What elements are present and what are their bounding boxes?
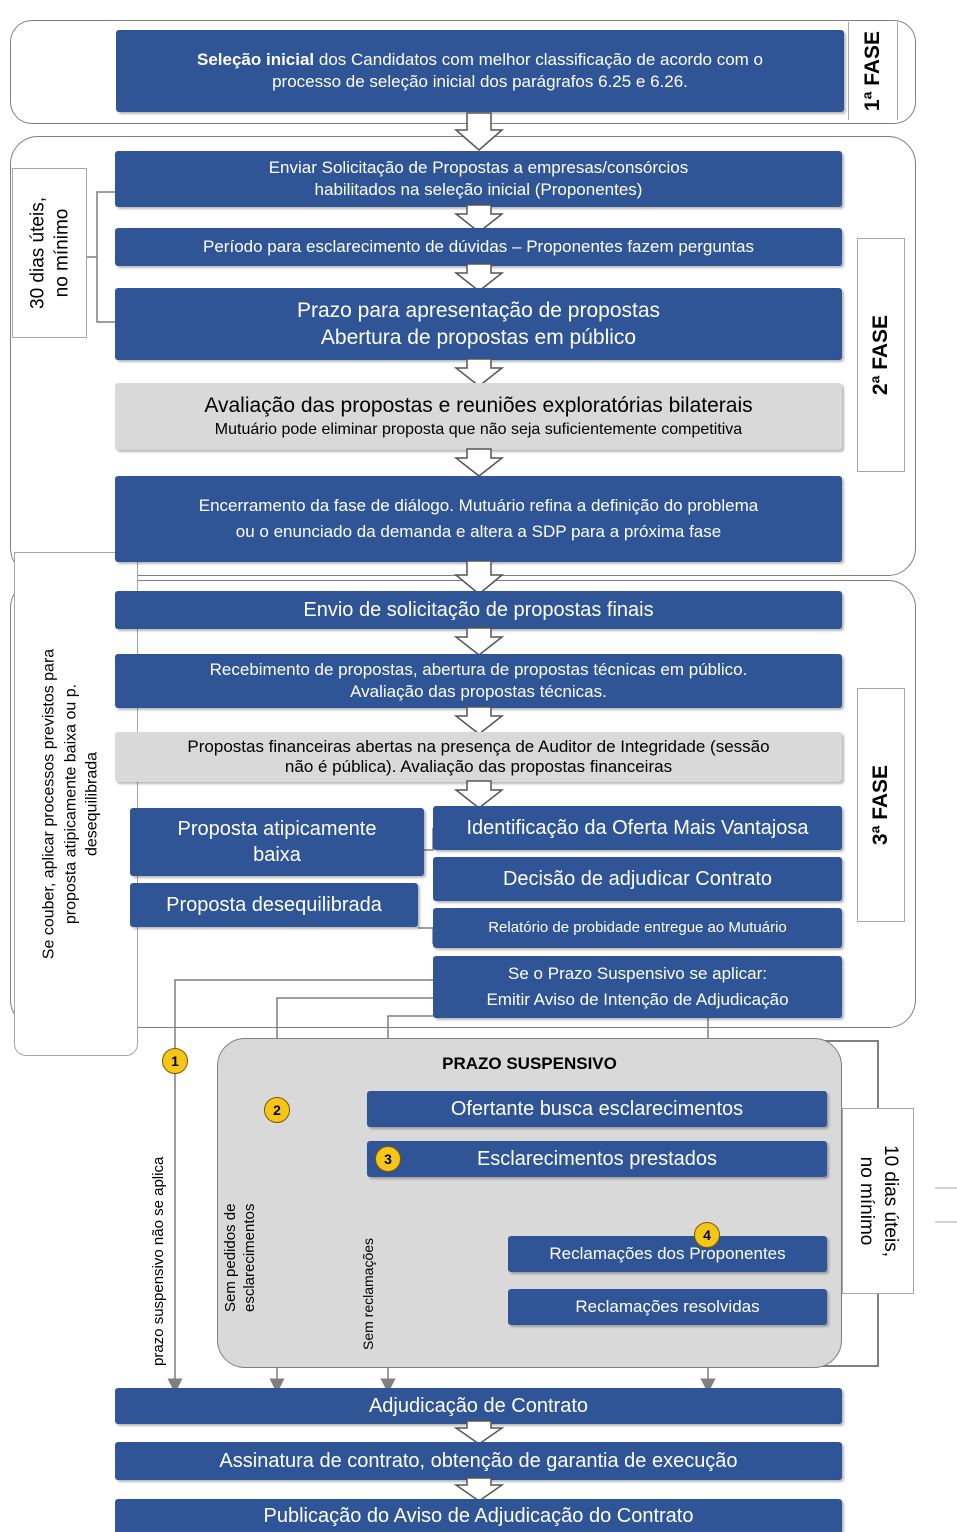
down-arrow [454, 1420, 504, 1445]
down-arrow [454, 263, 504, 292]
decisao-adjudicar-box: Decisão de adjudicar Contrato [433, 857, 842, 901]
phase1-label: 1ª FASE [848, 22, 898, 120]
down-arrow [454, 706, 504, 735]
reclamacoes-proponentes-box: Reclamações dos Proponentes [508, 1236, 827, 1272]
aviso-intencao-box: Se o Prazo Suspensivo se aplicar: Emitir… [433, 956, 842, 1018]
badge-1: 1 [162, 1048, 188, 1074]
reclamacoes-resolvidas-box: Reclamações resolvidas [508, 1289, 827, 1325]
periodo-esclarecimento-box: Período para esclarecimento de dúvidas –… [115, 228, 842, 266]
bracket-30-dias [85, 191, 115, 323]
badge-4: 4 [694, 1222, 720, 1248]
adjudicacao-contrato-box: Adjudicação de Contrato [115, 1388, 842, 1424]
prazo-apresentacao-box: Prazo para apresentação de propostas Abe… [115, 288, 842, 360]
badge-3: 3 [375, 1146, 401, 1172]
phase3-label: 3ª FASE [857, 688, 905, 922]
encerramento-dialogo-box: Encerramento da fase de diálogo. Mutuári… [115, 476, 842, 562]
down-arrow [454, 448, 504, 477]
proposta-desequilibrada-box: Proposta desequilibrada [130, 883, 418, 927]
path-1-label: prazo suspensivo não se aplica [150, 1156, 167, 1366]
phase2-label: 2ª FASE [857, 238, 905, 472]
badge-2: 2 [264, 1097, 290, 1123]
avaliacao-propostas-box: Avaliação das propostas e reuniões explo… [115, 383, 842, 450]
relatorio-probidade-box: Relatório de probidade entregue ao Mutuá… [433, 908, 842, 948]
path-1-line [167, 979, 433, 1394]
enviar-solicitacao-box: Enviar Solicitação de Propostas a empres… [115, 151, 842, 207]
ten-days-label: 10 dias úteis, no mínimo [842, 1108, 914, 1294]
prazo-suspensivo-title: PRAZO SUSPENSIVO [442, 1054, 617, 1073]
path-3-label: Sem reclamações [360, 1237, 376, 1350]
identificacao-oferta-box: Identificação da Oferta Mais Vantajosa [433, 806, 842, 850]
down-arrow [454, 204, 504, 233]
publicacao-aviso-box: Publicação do Aviso de Adjudicação do Co… [115, 1499, 842, 1532]
down-arrow [454, 780, 504, 809]
down-arrow [454, 358, 504, 387]
down-arrow [454, 112, 504, 151]
thirty-days-label: 30 dias úteis, no mínimo [12, 168, 87, 338]
assinatura-contrato-box: Assinatura de contrato, obtenção de gara… [115, 1442, 842, 1480]
recebimento-propostas-box: Recebimento de propostas, abertura de pr… [115, 654, 842, 708]
ofertante-busca-box: Ofertante busca esclarecimentos [367, 1091, 827, 1127]
path-2-label: Sem pedidos de esclarecimentos [222, 1203, 258, 1312]
down-arrow [454, 560, 504, 595]
down-arrow [454, 627, 504, 656]
envio-propostas-finais-box: Envio de solicitação de propostas finais [115, 591, 842, 629]
selecao-inicial-box: Seleção inicial dos Candidatos com melho… [116, 30, 844, 112]
down-arrow [454, 1477, 504, 1502]
esclarecimentos-prestados-box: Esclarecimentos prestados [367, 1141, 827, 1177]
phase1-frame [10, 20, 916, 124]
proposta-atipica-box: Proposta atipicamente baixa [130, 808, 424, 876]
phase3-side-label: Se couber, aplicar processos previstos p… [14, 552, 138, 1056]
propostas-financeiras-box: Propostas financeiras abertas na presenç… [115, 732, 842, 782]
